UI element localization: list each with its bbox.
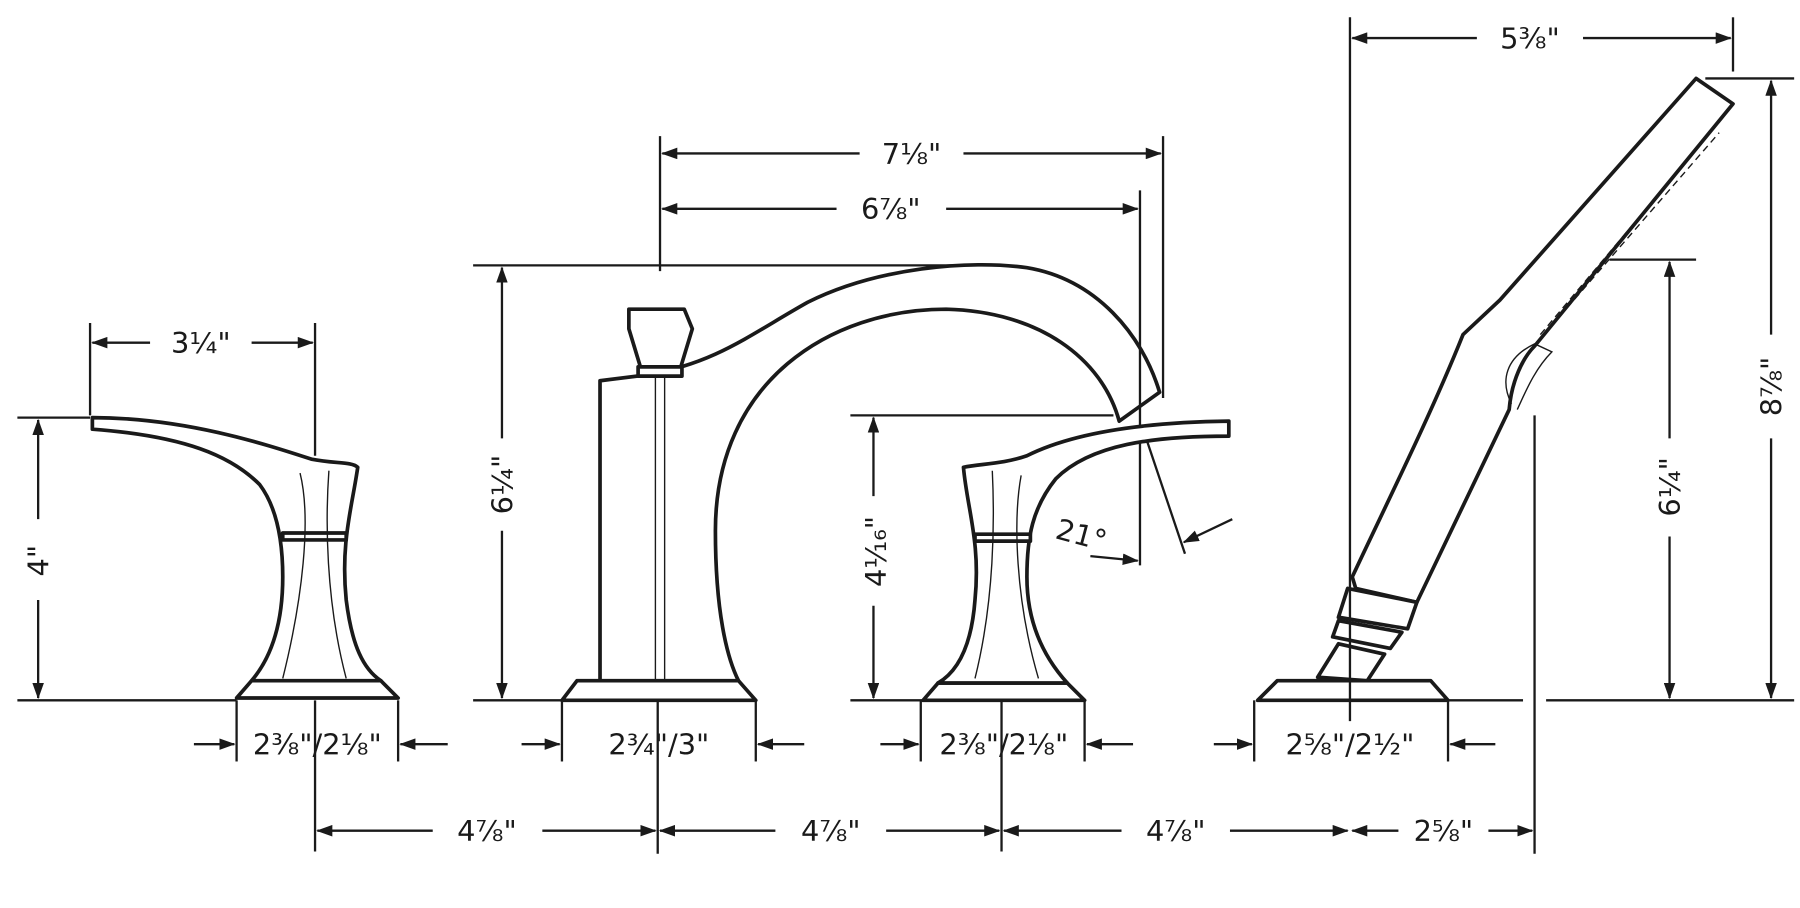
- hand-shower-dims: 5⅜" 8⅞" 6¼" 2⅝"/2½": [1213, 17, 1795, 854]
- dim-spacing-1: 4⅞": [457, 814, 517, 848]
- spout-dims: 6¼" 7⅛" 6⅞" 2¾"/3" 21°: [473, 136, 1233, 762]
- dim-right-handle-height: 4¹⁄₁₆": [859, 516, 893, 587]
- dim-spacing-2: 4⅞": [801, 814, 861, 848]
- spout: [560, 262, 1162, 703]
- dim-right-handle-base: 2⅜"/2⅛": [939, 728, 1068, 762]
- hand-shower: [1255, 76, 1735, 703]
- left-handle: [90, 415, 400, 700]
- right-handle: [921, 419, 1231, 703]
- dim-spout-angle: 21°: [1052, 512, 1110, 558]
- dim-shower-height: 6¼": [1653, 457, 1687, 517]
- right-handle-dims: 4¹⁄₁₆" 2⅜"/2⅛": [850, 414, 1134, 762]
- dim-shower-offset: 2⅝": [1414, 814, 1474, 848]
- spacing-dims: 4⅞" 4⅞" 4⅞" 2⅝": [313, 700, 1534, 854]
- dim-spout-reach: 6⅞": [861, 192, 921, 226]
- dim-left-handle-base: 2⅜"/2⅛": [253, 728, 382, 762]
- dim-left-handle-height: 4": [22, 545, 56, 577]
- dim-left-handle-width: 3¼": [171, 326, 231, 360]
- dim-shower-base: 2⅝"/2½": [1286, 728, 1415, 762]
- dim-shower-height-overall: 8⅞": [1754, 357, 1788, 417]
- dim-spacing-3: 4⅞": [1146, 814, 1206, 848]
- left-handle-dims: 3¼" 4" 2⅜"/2⅛": [17, 323, 448, 762]
- dim-shower-width: 5⅜": [1500, 21, 1560, 55]
- dim-spout-reach-overall: 7⅛": [882, 137, 942, 171]
- dim-spout-height: 6¼": [485, 455, 519, 515]
